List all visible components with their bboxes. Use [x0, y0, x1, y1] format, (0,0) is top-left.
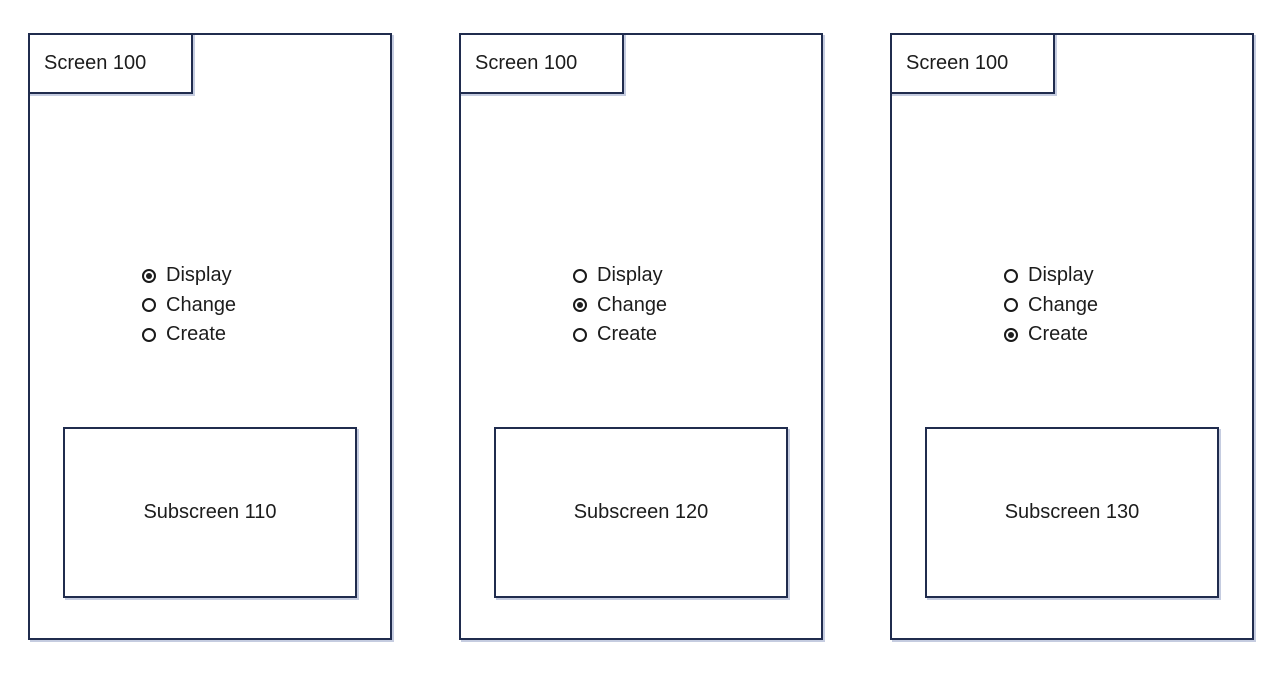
subscreen-box: Subscreen 120 [494, 427, 788, 598]
radio-icon[interactable] [573, 268, 587, 283]
mode-radio-group: Display Change Create [1004, 261, 1098, 350]
radio-option-display[interactable]: Display [142, 261, 236, 291]
radio-option-label: Change [597, 293, 668, 316]
screen-panel-1: Screen 100 Display Change Create Subscre… [28, 33, 392, 640]
screen-title: Screen 100 [475, 52, 578, 74]
screen-title-tab: Screen 100 [459, 33, 624, 94]
radio-option-label: Display [166, 264, 232, 287]
radio-option-label: Change [166, 293, 237, 316]
radio-option-create[interactable]: Create [142, 320, 236, 350]
subscreen-label: Subscreen 120 [573, 501, 709, 523]
radio-icon[interactable] [1004, 327, 1018, 342]
radio-option-label: Display [597, 264, 663, 287]
radio-option-display[interactable]: Display [573, 261, 667, 291]
radio-icon[interactable] [1004, 268, 1018, 283]
radio-option-label: Create [166, 323, 227, 346]
radio-icon[interactable] [573, 298, 587, 313]
radio-icon[interactable] [142, 298, 156, 313]
radio-option-create[interactable]: Create [573, 320, 667, 350]
radio-option-label: Create [1028, 323, 1089, 346]
radio-option-label: Display [1028, 264, 1094, 287]
radio-option-change[interactable]: Change [1004, 291, 1098, 321]
radio-option-change[interactable]: Change [142, 291, 236, 321]
radio-option-label: Change [1028, 293, 1099, 316]
subscreen-box: Subscreen 110 [63, 427, 357, 598]
mode-radio-group: Display Change Create [573, 261, 667, 350]
radio-icon[interactable] [573, 327, 587, 342]
screen-title-tab: Screen 100 [890, 33, 1055, 94]
radio-option-label: Create [597, 323, 658, 346]
subscreen-label: Subscreen 130 [1004, 501, 1140, 523]
screen-panel-2: Screen 100 Display Change Create Subscre… [459, 33, 823, 640]
mode-radio-group: Display Change Create [142, 261, 236, 350]
screen-panel-3: Screen 100 Display Change Create Subscre… [890, 33, 1254, 640]
radio-icon[interactable] [142, 268, 156, 283]
radio-option-change[interactable]: Change [573, 291, 667, 321]
radio-icon[interactable] [1004, 298, 1018, 313]
radio-option-create[interactable]: Create [1004, 320, 1098, 350]
subscreen-label: Subscreen 110 [143, 501, 277, 523]
subscreen-box: Subscreen 130 [925, 427, 1219, 598]
screen-title-tab: Screen 100 [28, 33, 193, 94]
screen-title: Screen 100 [44, 52, 147, 74]
radio-icon[interactable] [142, 327, 156, 342]
radio-option-display[interactable]: Display [1004, 261, 1098, 291]
screen-title: Screen 100 [906, 52, 1009, 74]
